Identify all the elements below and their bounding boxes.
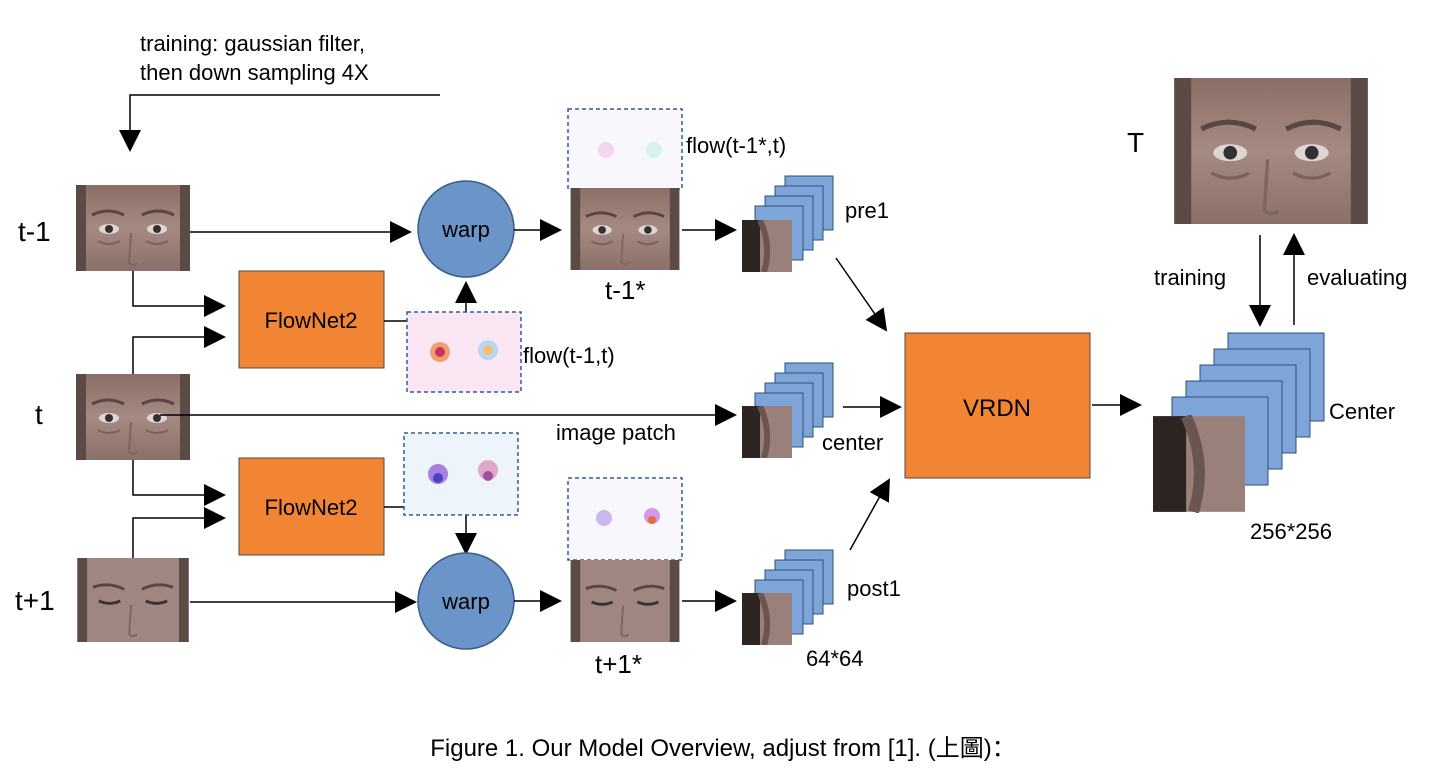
flow-blob xyxy=(598,142,614,158)
flow-blob xyxy=(483,345,493,355)
warped-face-prev xyxy=(569,188,681,270)
output-stack xyxy=(1153,332,1325,512)
arrow-frame-prev-to-flownet-top xyxy=(132,271,226,317)
post-patch-stack xyxy=(742,549,834,645)
training-label: training xyxy=(1154,265,1226,290)
flow-blob xyxy=(433,473,443,483)
flow-image-warped-next xyxy=(567,477,683,561)
face-image-t-plus-1 xyxy=(76,558,190,642)
center-patch-stack xyxy=(742,362,834,458)
flow-image-prev xyxy=(406,311,522,393)
flow-image-warped-prev xyxy=(567,108,683,190)
face-image-t-minus-1 xyxy=(76,185,190,271)
flownet-label-top: FlowNet2 xyxy=(265,308,358,333)
target-label: T xyxy=(1127,127,1144,158)
frame-label-t-minus-1: t-1 xyxy=(18,216,51,247)
arrow-frame-t-to-flownet-bottom xyxy=(132,460,226,506)
flow-blob xyxy=(646,142,662,158)
vrdn-box xyxy=(904,332,1091,479)
image-patch-label: image patch xyxy=(556,420,676,445)
warped-next-label: t+1* xyxy=(595,649,642,679)
warp-label-bottom: warp xyxy=(441,589,490,614)
warped-face-next xyxy=(569,560,681,642)
warp-node-top xyxy=(417,180,515,278)
arrow-pre-to-vrdn xyxy=(835,257,888,332)
flow-blob xyxy=(596,510,612,526)
flow-warped-prev-label: flow(t-1*,t) xyxy=(686,133,786,158)
frame-label-t: t xyxy=(35,399,43,430)
note-line-1: training: gaussian filter, xyxy=(140,31,365,56)
arrow-post-to-vrdn xyxy=(849,478,890,551)
flow-blob xyxy=(648,516,656,524)
pre-label: pre1 xyxy=(845,198,889,223)
arrow-frame-t-to-flownet-top xyxy=(132,326,226,374)
flow-prev-label: flow(t-1,t) xyxy=(523,343,615,368)
flownet-box-bottom xyxy=(238,457,385,556)
patch-size-label: 64*64 xyxy=(806,646,864,671)
center-label: center xyxy=(822,430,883,455)
note-arrow xyxy=(119,94,440,152)
target-face-image xyxy=(1174,78,1368,224)
flow-image-next xyxy=(403,432,519,516)
flow-blob xyxy=(478,460,498,480)
vrdn-label: VRDN xyxy=(963,395,1031,422)
warped-prev-label: t-1* xyxy=(605,275,645,305)
post-label: post1 xyxy=(847,576,901,601)
note-line-2: then down sampling 4X xyxy=(140,60,369,85)
flow-blob xyxy=(483,471,493,481)
flow-blob xyxy=(435,347,445,357)
figure-caption: Figure 1. Our Model Overview, adjust fro… xyxy=(430,735,1016,762)
evaluating-label: evaluating xyxy=(1307,265,1407,290)
pre-patch-stack xyxy=(742,175,834,272)
face-image-t xyxy=(76,374,190,460)
warp-label-top: warp xyxy=(441,217,490,242)
output-size-label: 256*256 xyxy=(1250,519,1332,544)
output-label: Center xyxy=(1329,399,1395,424)
flownet-box-top xyxy=(238,270,385,369)
arrow-frame-next-to-flownet-bottom xyxy=(132,507,226,558)
flownet-label-bottom: FlowNet2 xyxy=(265,495,358,520)
frame-label-t-plus-1: t+1 xyxy=(15,585,55,616)
